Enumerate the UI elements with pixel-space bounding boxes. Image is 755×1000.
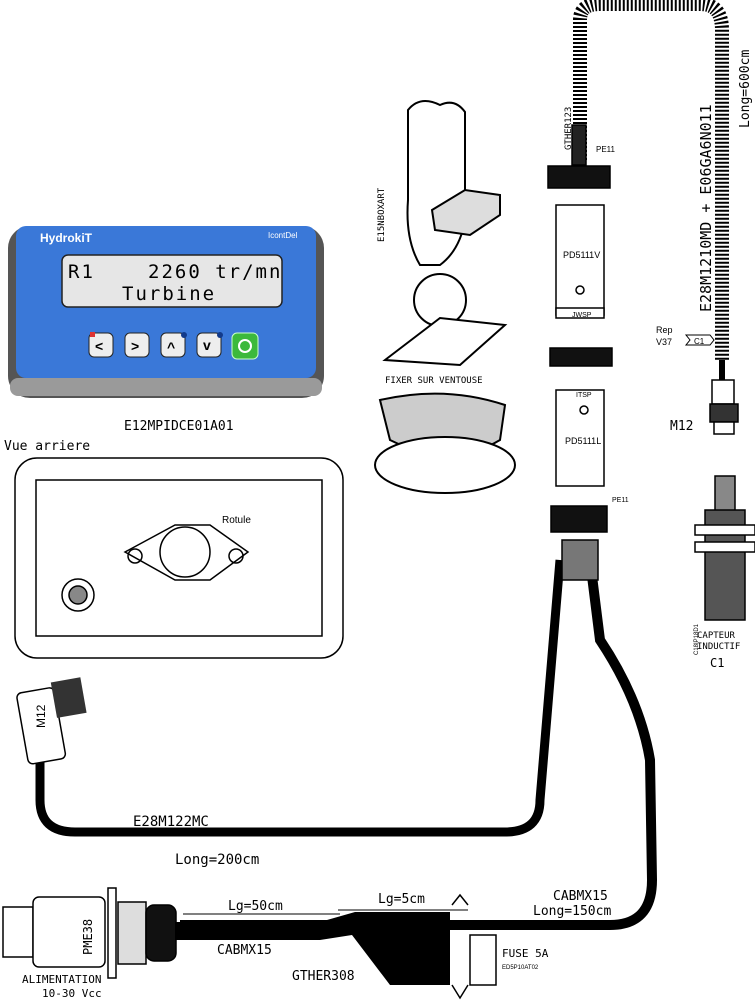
display-unit-front: HydrokiT IcontDel R1 2260 tr/mn Turbine … [8,226,324,398]
coil-cable-length: Long=600cm [738,50,753,128]
model-badge: IcontDel [268,231,298,240]
pme38-label: PME38 [81,919,95,955]
brand-logo: HydrokiT [40,231,93,245]
upper-part-label: PD5111V [563,250,600,260]
cable-short-label: CABMX15 [217,943,272,958]
lower-top-label: ITSP [576,392,592,399]
lg5-label: Lg=5cm [378,892,425,907]
cable-long-label: CABMX15 [553,889,608,904]
sensor-caption-2: INDUCTIF [697,642,740,652]
down-button[interactable]: v [196,332,223,358]
display-cable [35,559,565,837]
lg50-label: Lg=50cm [228,899,283,914]
fuse-label: FUSE 5A [502,947,549,960]
m12-left-label: M12 [34,704,48,728]
svg-text:^: ^ [167,339,175,355]
connector-pd5111l [549,347,613,581]
mount-caption: FIXER SUR VENTOUSE [385,376,483,386]
rep-code: V37 [656,337,672,347]
coil-cable [573,0,729,360]
svg-text:C1: C1 [694,337,705,346]
power-caption-2: 10-30 Vcc [42,987,102,1000]
lcd-line1-left: R1 [68,261,95,283]
power-cable-long [180,559,658,930]
inductive-sensor [694,475,755,621]
fuse-holder [451,893,497,1000]
cable-long-length: Long=150cm [533,904,611,919]
power-button[interactable] [231,332,259,360]
display-unit-rear [14,457,344,659]
mount-part-number: E15NBOXART [377,187,387,242]
upper-cable-label: GTHER123 [564,107,574,150]
m12-sensor-connector [709,379,739,435]
svg-text:<: < [95,338,103,354]
lcd-line2: Turbine [122,283,216,305]
splitter-label: GTHER308 [292,969,355,984]
m12-sensor-label: M12 [670,419,693,434]
sensor-part: C18IP18D1 [694,623,700,655]
pme38-connector [2,887,177,979]
gther308-splitter [175,912,450,985]
m12-connector-left: M12 [16,677,87,765]
up-button[interactable]: ^ [160,332,187,358]
rear-view-title: Vue arriere [4,439,90,454]
svg-text:v: v [203,337,211,353]
rep-label: Rep [656,325,673,335]
display-cable-part: E28M122MC [133,814,209,830]
sensor-id: C1 [710,656,724,670]
upper-bottom-label: JWSP [572,312,592,319]
connector-pd5111v [547,124,611,319]
front-part-number: E12MPIDCE01A01 [124,419,234,434]
rep-tag: C1 [684,334,715,346]
lcd-line1-right: 2260 tr/mn [148,261,282,283]
fuse-part: ED5P10AT02 [502,965,539,971]
sensor-caption-1: CAPTEUR [697,631,736,641]
rotule-label: Rotule [222,515,251,526]
lower-part-label: PD5111L [565,436,601,446]
upper-gland-label: PE11 [596,145,616,154]
power-caption-1: ALIMENTATION [22,973,101,986]
display-cable-length: Long=200cm [175,852,259,868]
lower-gland-label: PE11 [612,497,629,504]
svg-text:>: > [131,338,139,354]
left-button[interactable]: < [88,332,114,358]
suction-mount [374,100,516,494]
right-button[interactable]: > [124,332,150,358]
coil-cable-part: E28M1210MD + E06GA6N011 [697,104,715,312]
